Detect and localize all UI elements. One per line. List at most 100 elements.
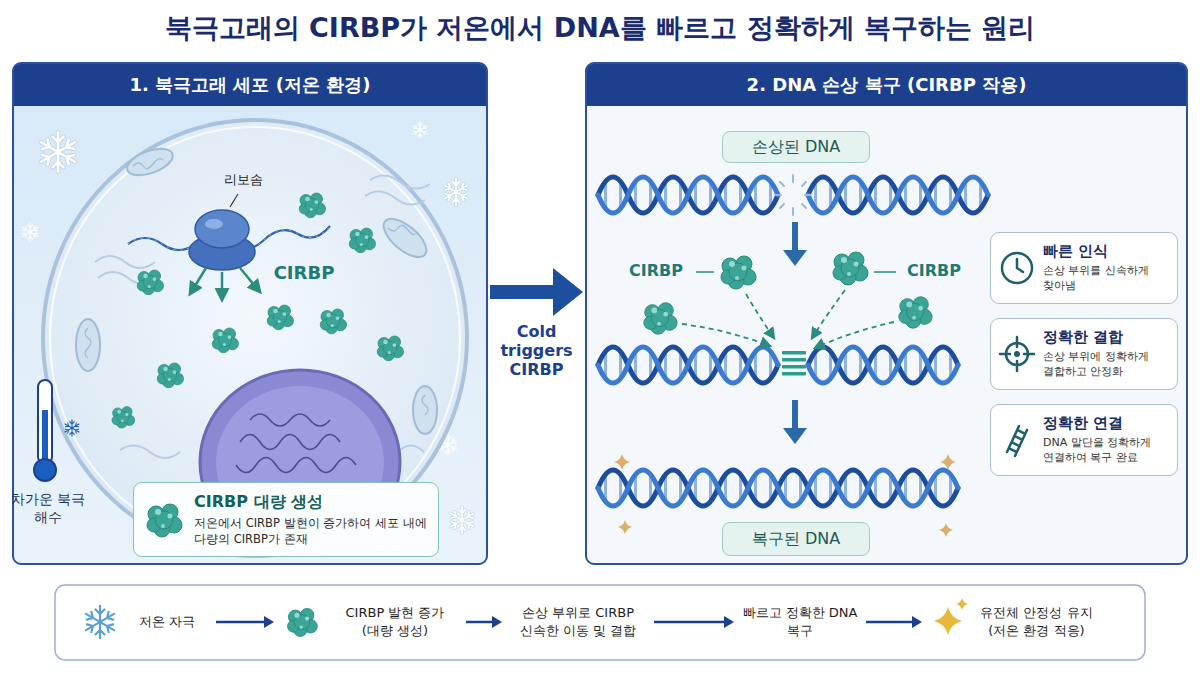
feature-box: 정확한 연결 DNA 말단을 정확하게 연결하여 복구 완료 [990,404,1178,476]
dna-illustration [815,322,894,348]
dna-illustration [782,351,806,376]
part-label: 차가운 북극 해수 [6,490,90,526]
part-label: CIRBP [896,261,972,282]
dna-illustration [808,347,958,383]
flow-step: 손상 부위로 CIRBP 신속한 이동 및 결합 [508,597,648,647]
flow-arrow [264,616,274,628]
clock-icon [995,246,1039,290]
flow-icons [288,608,318,636]
snowflake-decor [448,507,475,534]
feature-box: 정확한 결합손상 부위에 정확하게 결합하고 안정화 [990,318,1178,390]
state-pill: 복구된 DNA [722,522,870,556]
ladder-icon [995,418,1039,462]
cell-illustration [76,319,100,371]
dna-illustration [782,365,806,369]
dna-illustration [899,297,932,328]
pill-text: 손상된 DNA [752,137,840,158]
flow-step: CIRBP 발현 증가 (대량 생성) [280,597,460,647]
cell-illustration [422,395,428,415]
cell-illustration [205,219,223,229]
cell-illustration [320,309,346,334]
dna-illustration [696,271,896,273]
flow-arrow [912,616,922,628]
cell-illustration [230,194,238,207]
panel-header: 1. 북극고래 세포 (저온 환경) [14,64,486,106]
panel-grounds [13,63,487,564]
step-text: 손상 부위로 CIRBP 신속한 이동 및 결합 [508,604,648,639]
step-text: 빠르고 정확한 DNA 복구 [740,604,860,639]
thermometer-symbol [34,380,80,481]
panel: 2. DNA 손상 복구 (CIRBP 작용) 손상된 DNA 빠른 인식손상 부위… [585,62,1188,565]
cell-illustration [212,328,238,353]
transition-arrow [490,285,554,299]
cell-illustration [349,228,375,253]
dna-illustration [598,347,778,383]
dna-illustration [783,250,807,266]
dna-illustration [746,294,774,338]
flow-arrow [724,616,734,628]
clock-icon [1002,253,1032,283]
dna-illustration [598,177,988,506]
state-pill: 손상된 DNA [722,131,870,163]
flow-arrow [216,616,274,628]
flow-icons [934,607,962,635]
part-label: 리보솜 [205,172,281,189]
feature-body: 손상 부위를 신속하게 찾아냄 [1043,264,1169,294]
flow-arrow [492,616,502,628]
edge-label: Cold triggers CIRBP [492,322,582,380]
panel-grounds [55,585,1145,660]
cell-illustration [120,445,180,458]
cell-illustration [137,270,163,295]
dna-illustration [808,177,988,213]
feature-heading: 빠른 인식 [1043,242,1169,261]
dna-illustration [782,372,806,376]
feature-heading: 정확한 연결 [1043,414,1169,433]
cell-illustration [240,268,260,292]
cell-illustration [413,386,437,434]
dna-illustration [721,256,756,289]
dna-illustration [598,470,958,506]
flow-arrow [866,621,913,624]
cell-illustration [112,407,135,428]
dna-illustration [644,303,677,334]
snowflake-decor [442,179,469,206]
cell-illustration [95,256,155,268]
cell-illustration [388,225,418,234]
box-heading: CIRBP 대량 생성 [194,492,428,513]
flow-icons [956,598,968,610]
transition-arrow [553,268,583,316]
feature-body: DNA 말단을 정확하게 연결하여 복구 완료 [1043,436,1169,466]
dna-illustration [939,523,953,537]
dna-illustration [808,353,958,377]
cell-illustration [299,193,325,218]
flow-arrow [216,621,265,624]
part-label: CIRBP [618,261,694,282]
cell-illustration [377,212,432,264]
cell-illustration [157,363,183,388]
panel-header: 2. DNA 손상 복구 (CIRBP 작용) [587,64,1186,106]
panel-grounds [13,63,1187,660]
dna-illustration [940,454,956,470]
snowflake-decor [38,132,78,172]
dna-illustration [783,428,807,444]
cell-illustration [240,435,340,450]
feature-body: 손상 부위에 정확하게 결합하고 안정화 [1043,350,1169,380]
dna-illustration [682,290,894,348]
thermometer-symbol [64,420,80,436]
dna-illustration [598,470,958,506]
step-text: 유전체 안정성 유지 (저온 환경 적응) [970,604,1103,639]
cell-illustration [236,458,356,473]
diagram-title: 북극고래의 CIRBP가 저온에서 DNA를 빠르고 정확하게 복구하는 원리 [0,10,1200,46]
cell-illustration [85,328,91,358]
target-icon [995,332,1039,376]
cell-illustration [85,159,428,415]
dna-illustration [782,358,806,362]
ladder-icon [1007,426,1027,456]
clock-icon [1017,259,1023,272]
dna-illustration [833,252,868,285]
flow-arrow [466,616,502,628]
flow-step: 빠르고 정확한 DNA 복구 [740,597,860,647]
box-body: 저온에서 CIRBP 발현이 증가하여 세포 내에 다량의 CIRBP가 존재 [194,516,428,547]
transition-arrow [490,268,583,316]
